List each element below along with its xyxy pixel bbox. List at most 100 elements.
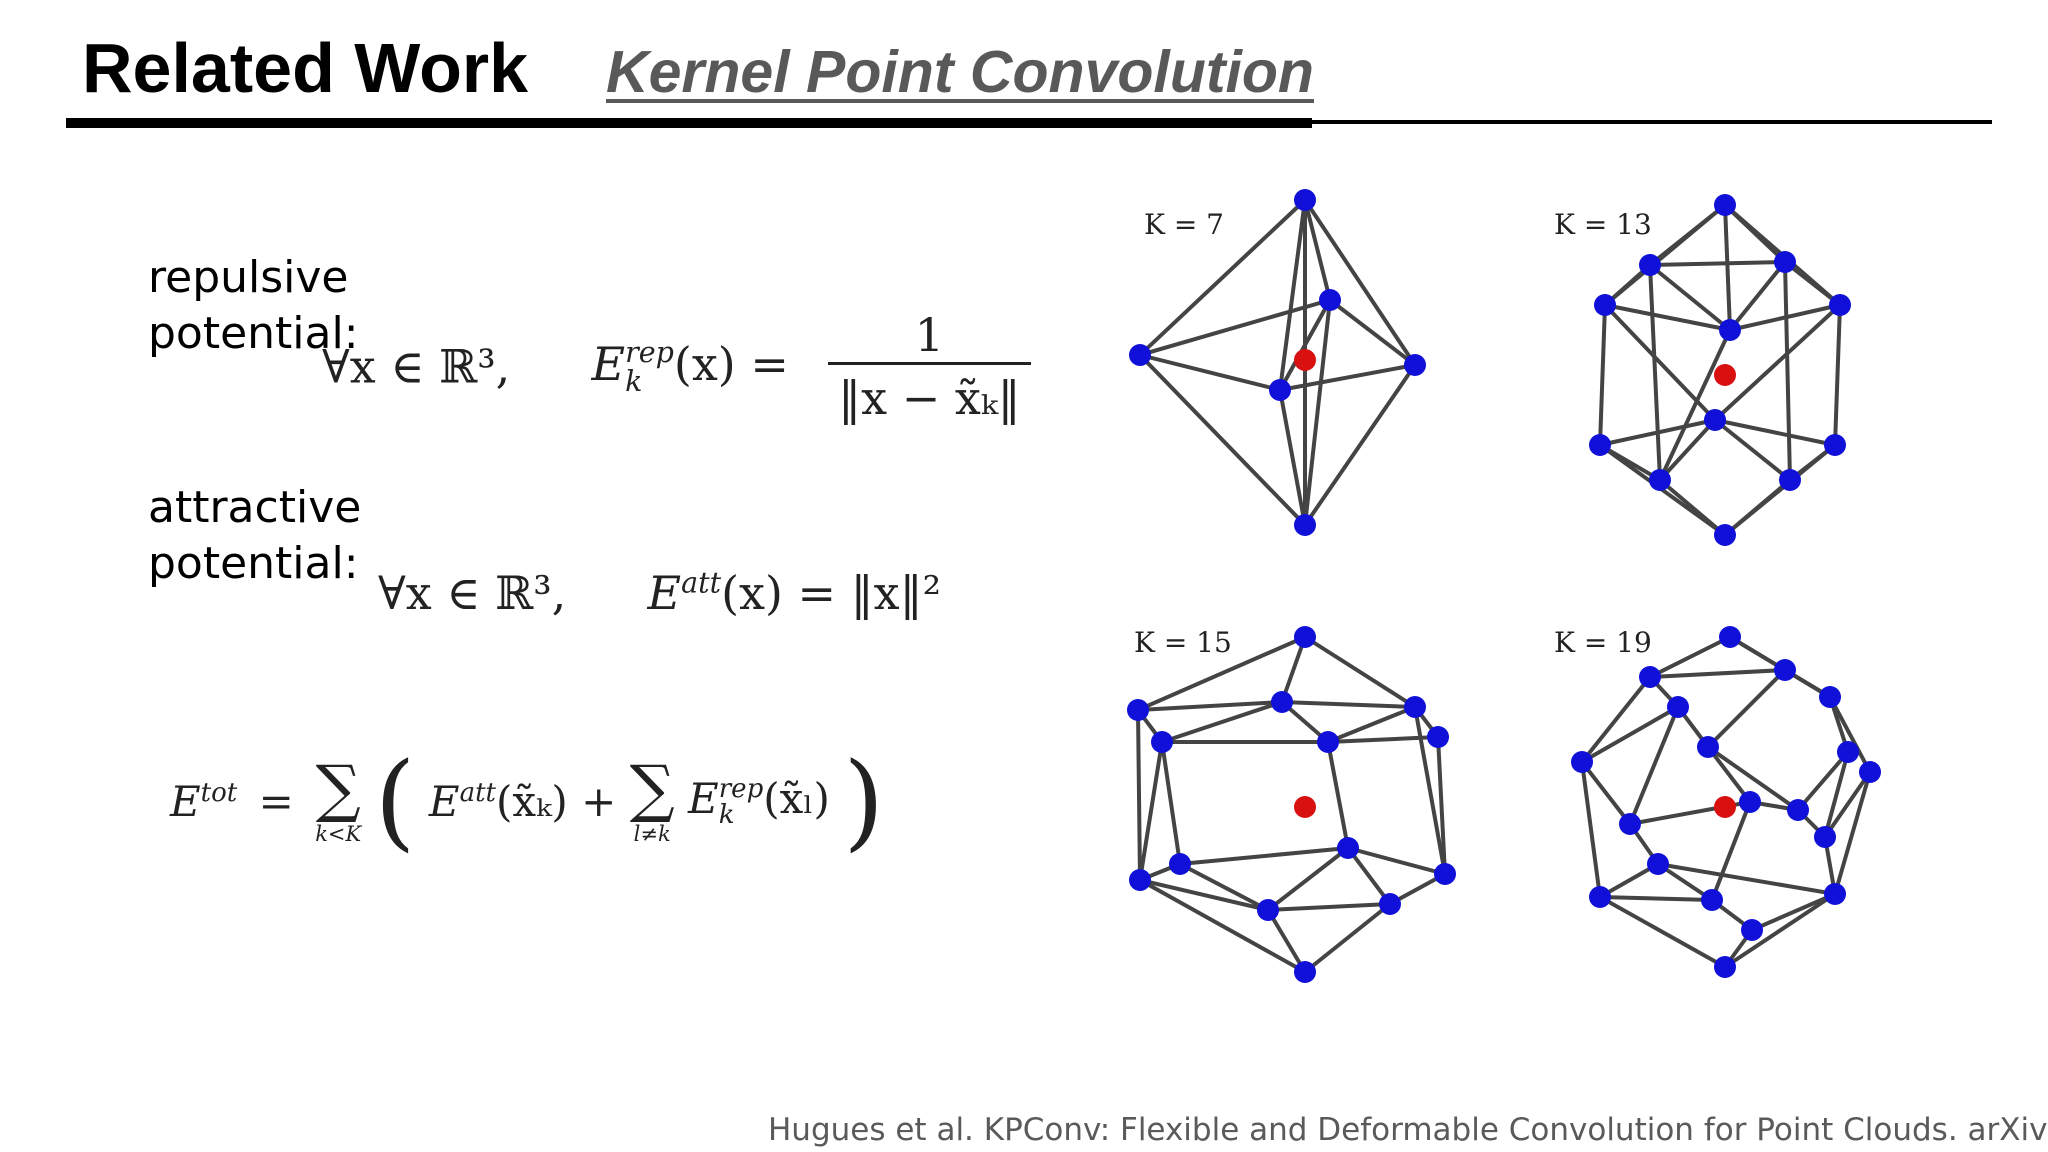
kernel-edge <box>1658 328 1732 482</box>
kernel-edge <box>1598 303 1607 447</box>
total-equals: = <box>258 776 294 826</box>
kernel-point <box>1319 289 1341 311</box>
kernel-edge <box>1138 298 1332 357</box>
kernel-label-k19: K = 19 <box>1554 626 1652 659</box>
kernel-point <box>1169 853 1191 875</box>
kernel-center-point <box>1714 364 1736 386</box>
kernel-edge <box>1266 902 1392 912</box>
kernel-point <box>1294 189 1316 211</box>
kernel-point <box>1739 791 1761 813</box>
kernel-edge <box>1648 260 1787 267</box>
kernel-edge <box>1136 708 1142 882</box>
term2-sub: k <box>718 799 735 830</box>
kernel-point <box>1647 853 1669 875</box>
kernel-edge <box>1580 705 1680 764</box>
attractive-equation: ∀x ∈ ℝ³, Eatt(x) = ‖x‖² <box>378 566 941 620</box>
term2-arg: (x̃ₗ) <box>763 773 830 823</box>
kernel-point <box>1774 659 1796 681</box>
kernel-edge <box>1710 800 1752 902</box>
kernel-edge <box>1280 700 1417 709</box>
inner-sum: ∑ l≠k <box>630 757 675 845</box>
kernel-figure-k15: K = 15 <box>1120 612 1480 992</box>
kernel-center-point <box>1294 349 1316 371</box>
kernel-edge <box>1138 878 1307 974</box>
kernel-point <box>1719 319 1741 341</box>
kernel-edge <box>1723 892 1837 969</box>
kernel-edge <box>1656 862 1837 896</box>
kernel-point <box>1667 696 1689 718</box>
kernel-point <box>1859 761 1881 783</box>
repulsive-label: repulsive potential: <box>148 250 359 362</box>
repulsive-E: E <box>591 336 626 391</box>
kernel-edge <box>1723 443 1837 537</box>
kernel-diagram-k19 <box>1571 626 1881 978</box>
kernel-label-k13: K = 13 <box>1554 208 1652 241</box>
kernel-edge <box>1178 846 1350 866</box>
kernel-point <box>1701 889 1723 911</box>
kernel-point <box>1814 826 1836 848</box>
kernel-edge <box>1580 760 1602 899</box>
kernel-point <box>1151 731 1173 753</box>
kernel-edge <box>1138 198 1307 357</box>
kernel-edge <box>1138 353 1307 527</box>
inner-sum-symbol: ∑ <box>629 752 675 825</box>
kernel-edge <box>1303 902 1392 974</box>
kernel-point <box>1127 699 1149 721</box>
kernel-point <box>1434 863 1456 885</box>
kernel-point <box>1594 294 1616 316</box>
kernel-edge <box>1303 198 1332 302</box>
kernel-edge <box>1723 203 1732 332</box>
kernel-edge <box>1138 740 1164 882</box>
kernel-point <box>1427 726 1449 748</box>
kernel-center-point <box>1294 796 1316 818</box>
kernel-edge <box>1828 695 1872 774</box>
kernel-edge <box>1136 700 1284 712</box>
kernel-point <box>1571 751 1593 773</box>
kernel-edge <box>1706 745 1800 812</box>
kernel-edge <box>1328 298 1417 367</box>
kernel-point <box>1294 514 1316 536</box>
kernel-point <box>1639 666 1661 688</box>
kernel-edge <box>1326 705 1417 744</box>
citation: Hugues et al. KPConv: Flexible and Defor… <box>768 1112 2048 1148</box>
kernel-edge <box>1413 705 1447 876</box>
total-sup: tot <box>200 777 238 808</box>
inner-sum-limit: l≠k <box>633 822 671 846</box>
attractive-E: E <box>647 566 682 620</box>
kernel-diagram-k13 <box>1589 194 1851 546</box>
kernel-edge <box>1728 260 1787 332</box>
total-E: E <box>170 776 201 826</box>
kernel-edge <box>1648 635 1732 679</box>
kernel-point <box>1129 869 1151 891</box>
kernel-edge <box>1598 895 1727 969</box>
repulsive-sup: rep <box>625 336 674 370</box>
kernel-point <box>1294 961 1316 983</box>
kernel-edge <box>1706 668 1787 749</box>
kernel-edge <box>1178 862 1270 912</box>
kernel-edge <box>1303 198 1417 367</box>
kernel-point <box>1337 837 1359 859</box>
kernel-edge <box>1713 303 1842 422</box>
kernel-point <box>1824 434 1846 456</box>
kernel-point <box>1714 524 1736 546</box>
kernel-edge <box>1278 198 1307 392</box>
term1-sup: att <box>459 777 497 808</box>
kernel-point <box>1589 434 1611 456</box>
kernel-edge <box>1833 770 1872 896</box>
kernel-edge <box>1303 635 1417 709</box>
kernel-point <box>1704 409 1726 431</box>
kernel-diagram-k15 <box>1127 626 1456 983</box>
repulsive-denominator: ‖x − x̃ₖ‖ <box>828 362 1031 425</box>
kernel-point <box>1619 813 1641 835</box>
kernel-edge <box>1823 750 1850 839</box>
repulsive-forall: ∀x ∈ ℝ³, <box>322 339 511 394</box>
kernel-point <box>1639 254 1661 276</box>
kernel-point <box>1714 956 1736 978</box>
kernel-edge <box>1713 418 1837 447</box>
kernel-point <box>1257 899 1279 921</box>
kernel-edge <box>1278 388 1307 527</box>
kernel-point <box>1271 691 1293 713</box>
title-underline-thick <box>66 118 1312 128</box>
attractive-rhs: (x) = ‖x‖² <box>721 566 942 620</box>
